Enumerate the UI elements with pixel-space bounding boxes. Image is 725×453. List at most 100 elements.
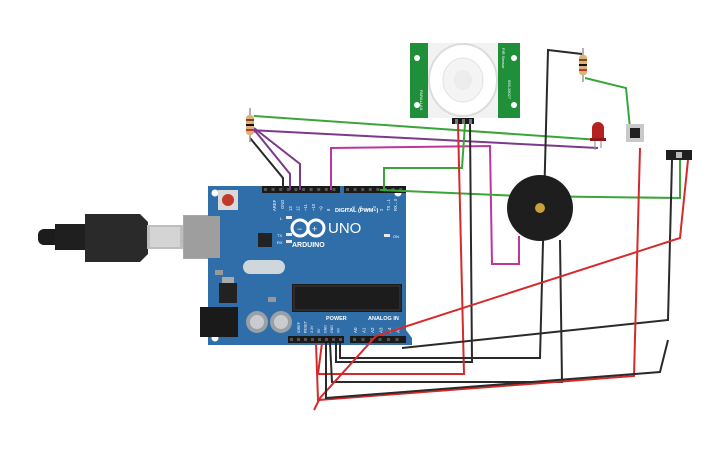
wire-black-buzzer-lead[interactable] <box>325 339 669 400</box>
pin-hole[interactable] <box>324 188 328 191</box>
pir-top-label: PIR Sensor <box>501 48 506 69</box>
resistor-button[interactable] <box>579 48 587 82</box>
power-pin-label: GND <box>330 325 334 333</box>
wire-black-pir-gnd[interactable] <box>335 123 474 363</box>
pin-hole[interactable] <box>399 188 403 191</box>
pin-hole[interactable] <box>271 188 275 191</box>
wire-purple-led[interactable] <box>249 129 599 190</box>
led-rx-label: RX <box>277 240 283 245</box>
wire-magenta-buzzer[interactable] <box>330 144 520 265</box>
pin-hole[interactable] <box>294 188 298 191</box>
slide-switch[interactable] <box>666 150 692 160</box>
pin-hole[interactable] <box>387 338 390 341</box>
analog-pin-label: A3 <box>379 327 384 333</box>
pin-hole[interactable] <box>318 338 321 341</box>
digital-pin-label: ~3 <box>372 206 377 211</box>
wire-black-buzzer[interactable] <box>329 239 564 383</box>
header-analog <box>350 336 406 343</box>
wire-black-resistor[interactable] <box>339 48 583 359</box>
gnd-label: GND <box>280 200 285 209</box>
pin-hole[interactable] <box>286 188 290 191</box>
analog-pin-label: A0 <box>353 327 358 333</box>
pin-hole[interactable] <box>302 188 305 191</box>
pin-hole[interactable] <box>353 338 356 341</box>
wire-red-button[interactable] <box>315 147 641 402</box>
brand-label: ARDUINO <box>292 242 325 249</box>
pin-hole[interactable] <box>311 338 314 341</box>
digital-pin-label: 4 <box>365 208 370 211</box>
pin-hole[interactable] <box>339 338 342 341</box>
analog-pin-label: A5 <box>396 327 401 333</box>
power-jack <box>200 307 238 337</box>
wire-red-switch[interactable] <box>313 159 689 411</box>
pin-hole[interactable] <box>332 188 336 191</box>
pin-hole[interactable] <box>297 338 300 341</box>
push-button[interactable] <box>626 124 644 142</box>
digital-pin-label: 7 <box>344 208 349 211</box>
power-pin-label: GND <box>323 325 327 333</box>
power-header-label: POWER <box>326 316 347 322</box>
pin-hole[interactable] <box>378 338 382 341</box>
analog-header-label: ANALOG IN <box>368 316 399 322</box>
pin-hole[interactable] <box>309 188 313 191</box>
digital-pin-label: ~9 <box>318 206 323 211</box>
led-l-label: L <box>280 216 283 221</box>
pir-sensor[interactable]: PARALLAX 555-28027 PIR Sensor <box>410 43 520 124</box>
digital-pin-label: 12 <box>296 206 301 211</box>
digital-pin-label: RX←0 <box>393 198 398 211</box>
power-pin-label: RESET <box>304 320 308 333</box>
wire-red-pir-vcc[interactable] <box>316 123 466 375</box>
wire-green-switch[interactable] <box>379 160 681 200</box>
pin-hole[interactable] <box>376 188 380 191</box>
pin-hole[interactable] <box>353 188 357 191</box>
piezo-buzzer[interactable] <box>507 175 573 241</box>
resistor-led[interactable] <box>246 108 254 142</box>
wires <box>249 48 689 411</box>
wire-green-resistor-led[interactable] <box>253 115 601 141</box>
pin-hole[interactable] <box>279 188 283 191</box>
pin-hole[interactable] <box>264 188 267 191</box>
led-tx-label: TX <box>277 233 282 238</box>
pin-hole[interactable] <box>304 338 307 341</box>
digital-pin-label: ~11 <box>303 204 308 211</box>
red-led[interactable] <box>590 122 606 150</box>
pin-hole[interactable] <box>346 188 349 191</box>
digital-pin-label: ~6 <box>351 206 356 211</box>
led-on-label: ON <box>393 234 399 239</box>
svg-text:−: − <box>297 224 302 234</box>
wire-green-resistor-button[interactable] <box>584 77 631 129</box>
wire-purple-pin[interactable] <box>253 127 301 190</box>
digital-pin-label: ~5 <box>358 206 363 211</box>
pin-hole[interactable] <box>361 188 365 191</box>
atmega-chip <box>292 284 402 312</box>
pin-hole[interactable] <box>391 188 395 191</box>
pir-left-label: PARALLAX <box>419 90 424 111</box>
power-pin-label: 5V <box>317 328 321 333</box>
power-pin-label: IOREF <box>297 321 301 333</box>
pin-hole[interactable] <box>368 188 372 191</box>
aref-label: AREF <box>272 199 277 211</box>
wire-black-gnd-top[interactable] <box>249 137 284 190</box>
header-power <box>288 336 344 343</box>
pin-hole[interactable] <box>325 338 328 341</box>
wire-green-pir-out[interactable] <box>383 123 466 190</box>
digital-pin-holes <box>264 188 403 191</box>
pin-hole[interactable] <box>290 338 293 341</box>
digital-pin-label: TX→1 <box>386 198 391 211</box>
analog-pin-label: A1 <box>362 327 367 333</box>
pin-hole[interactable] <box>317 188 321 191</box>
arduino-logo: − + <box>290 218 326 238</box>
analog-pin-label: A2 <box>370 327 375 333</box>
digital-header-label: DIGITAL (PWM~) <box>335 208 379 214</box>
analog-pin-label: A4 <box>387 327 392 333</box>
pin-hole[interactable] <box>332 338 335 341</box>
wire-black-switch[interactable] <box>401 159 673 349</box>
pin-hole[interactable] <box>395 338 399 341</box>
pir-right-label: 555-28027 <box>507 80 512 100</box>
power-pin-label: 3.3V <box>310 325 314 333</box>
svg-text:+: + <box>312 224 317 234</box>
pin-hole[interactable] <box>361 338 365 341</box>
